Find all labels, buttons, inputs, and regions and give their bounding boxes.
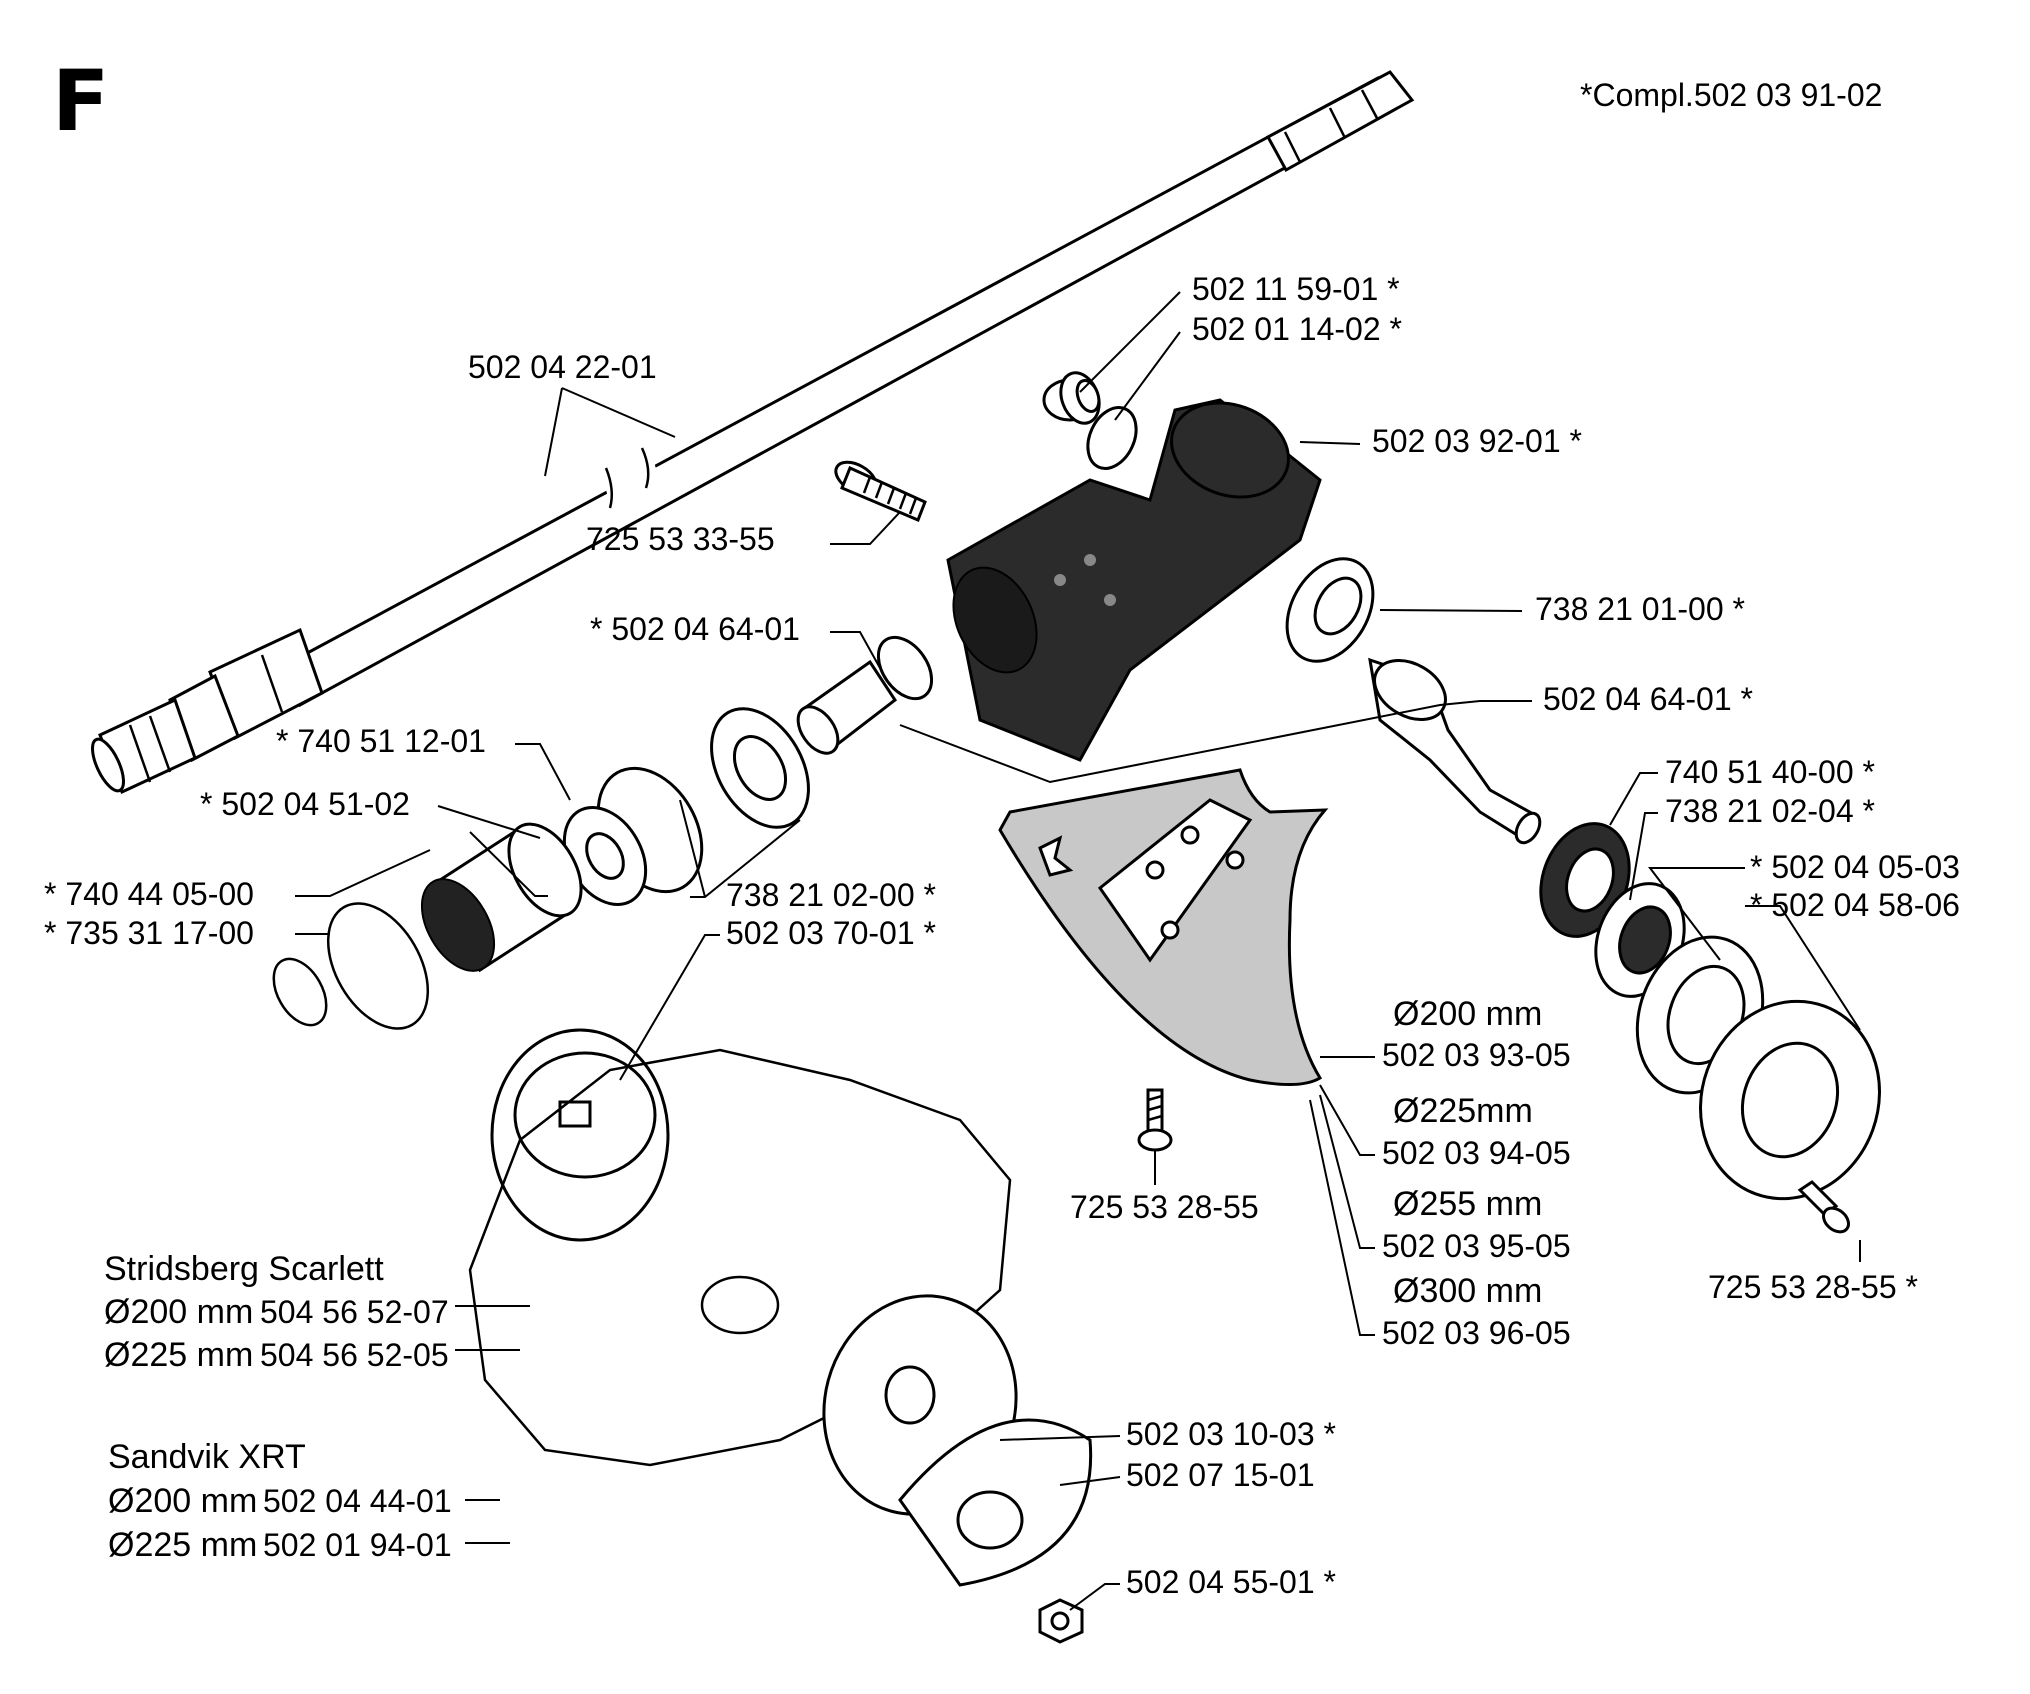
- label-bearing-738-0204: 738 21 02-04 *: [1665, 793, 1875, 829]
- label-nut: 502 04 55-01 *: [1126, 1564, 1336, 1600]
- label-guard-300-no: 502 03 96-05: [1382, 1315, 1571, 1351]
- kit-note: *Compl.502 03 91-02: [1580, 77, 1882, 113]
- label-bearing-left: 738 21 02-00 *: [726, 877, 936, 913]
- label-screw-right: 725 53 28-55 *: [1708, 1269, 1918, 1305]
- flange-lower-part: [898, 1418, 1093, 1587]
- label-guard-225-size: Ø225mm: [1393, 1092, 1533, 1130]
- flange-right-part: [1699, 999, 1881, 1201]
- support-flange-upper-part: [490, 1028, 670, 1242]
- label-bearing-right: 738 21 01-00 *: [1535, 591, 1745, 627]
- label-support-flange-upper: 502 03 70-01 *: [726, 915, 936, 951]
- blade-guard-part: [998, 768, 1329, 1087]
- oring-left-part: [326, 902, 430, 1030]
- stridsberg-part-2: 504 56 52-05: [260, 1337, 449, 1373]
- label-guard-200-no: 502 03 93-05: [1382, 1037, 1571, 1073]
- stridsberg-part-1: 504 56 52-07: [260, 1294, 449, 1330]
- sandvik-size-2: Ø225 mm: [108, 1526, 257, 1564]
- sandvik-size-1: Ø200 mm: [108, 1482, 257, 1520]
- label-shaft: 502 04 22-01: [468, 349, 657, 385]
- label-guard-300-size: Ø300 mm: [1393, 1272, 1542, 1310]
- bearing-ring-part: [562, 766, 704, 906]
- label-snap-ring: * 740 44 05-00: [44, 876, 254, 912]
- label-sleeve: * 502 04 51-02: [200, 786, 410, 822]
- figure-letter: F: [52, 52, 109, 150]
- label-seal-0503: * 502 04 05-03: [1750, 849, 1960, 885]
- gear-housing-part: [946, 398, 1322, 762]
- label-pinion-left: * 502 04 64-01: [590, 611, 800, 647]
- label-guard-225-no: 502 03 94-05: [1382, 1135, 1571, 1171]
- screw-mid-part: [1137, 1088, 1173, 1152]
- label-pinion-right: 502 04 64-01 *: [1543, 681, 1753, 717]
- pinion-left-part: [796, 635, 934, 755]
- label-gear-housing: 502 03 92-01 *: [1372, 423, 1582, 459]
- sandvik-part-1: 502 04 44-01: [263, 1483, 452, 1519]
- label-guard-255-size: Ø255 mm: [1393, 1185, 1542, 1223]
- bearing-left-part: [710, 707, 810, 829]
- label-screw-mid: 725 53 28-55: [1070, 1189, 1259, 1225]
- oring-top-part: [1086, 406, 1138, 470]
- label-flange-lower: 502 07 15-01: [1126, 1457, 1315, 1493]
- label-ring-740: 740 51 40-00 *: [1665, 754, 1875, 790]
- label-screw-top: 725 53 33-55: [586, 521, 775, 557]
- stridsberg-size-1: Ø200 mm: [104, 1293, 253, 1331]
- label-guard-255-no: 502 03 95-05: [1382, 1228, 1571, 1264]
- screw-top-part: [834, 460, 927, 522]
- screw-right-part: [1797, 1180, 1851, 1234]
- sleeve-part: [420, 822, 583, 973]
- label-flange-5806: * 502 04 58-06: [1750, 887, 1960, 923]
- bearing-right-part: [1285, 557, 1375, 663]
- stridsberg-title: Stridsberg Scarlett: [104, 1250, 384, 1288]
- label-bearing-ring: * 740 51 12-01: [276, 723, 486, 759]
- label-guard-200-size: Ø200 mm: [1393, 995, 1542, 1033]
- snap-ring-part: [272, 957, 328, 1027]
- sandvik-part-2: 502 01 94-01: [263, 1527, 452, 1563]
- leader-lines: [295, 291, 1861, 1611]
- sandvik-title: Sandvik XRT: [108, 1438, 306, 1476]
- drive-shaft: [91, 70, 1415, 795]
- label-oring-top: 502 01 14-02 *: [1192, 311, 1402, 347]
- label-oring-left: * 735 31 17-00: [44, 915, 254, 951]
- nut-part: [1038, 1598, 1084, 1644]
- label-plug: 502 11 59-01 *: [1192, 271, 1400, 307]
- pinion-right-part: [1368, 657, 1542, 845]
- stridsberg-size-2: Ø225 mm: [104, 1336, 253, 1374]
- label-support-cup: 502 03 10-03 *: [1126, 1416, 1336, 1452]
